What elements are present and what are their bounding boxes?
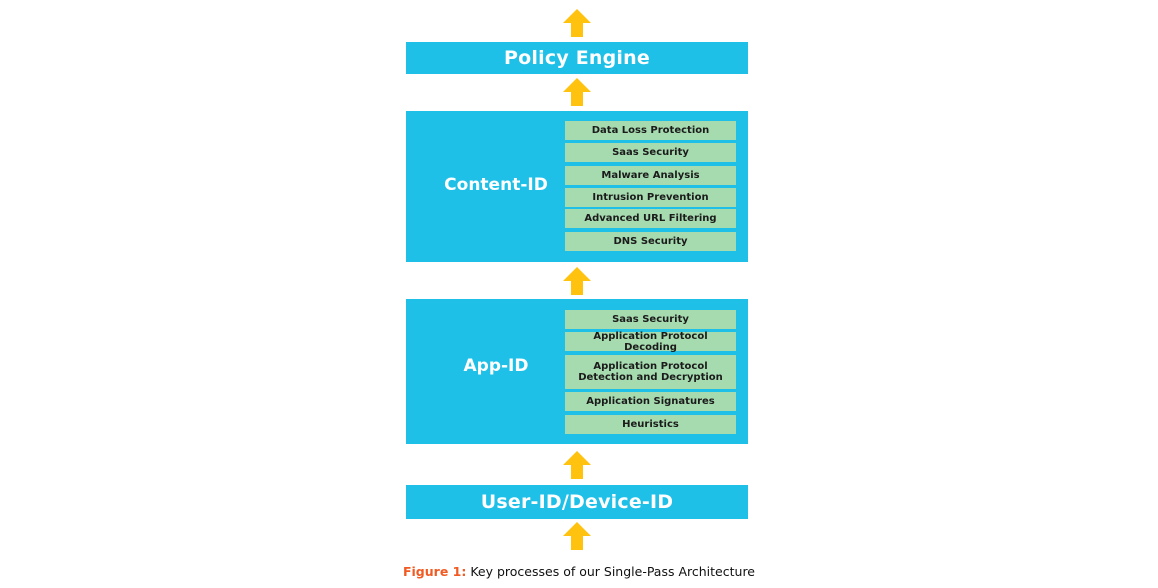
up-arrow-icon [563,9,591,37]
app-id-item: Application Protocol Decoding [565,331,736,353]
app-id-item: Application Protocol Detection and Decry… [565,355,736,389]
app-id-item: Saas Security [565,310,736,329]
content-id-block: Content-ID Data Loss Protection Saas Sec… [406,111,748,262]
figure-caption: Figure 1: Key processes of our Single-Pa… [0,564,1158,579]
content-id-item: Saas Security [565,143,736,162]
up-arrow-icon [563,451,591,479]
app-id-label: App-ID [463,356,529,376]
up-arrow-icon [563,267,591,295]
app-id-item: Heuristics [565,415,736,434]
user-id-device-id-block: User-ID/Device-ID [406,485,748,519]
app-id-block: App-ID Saas Security Application Protoco… [406,299,748,444]
up-arrow-icon [563,78,591,106]
figure-caption-text: Key processes of our Single-Pass Archite… [470,564,755,579]
policy-engine-block: Policy Engine [406,42,748,74]
policy-engine-label: Policy Engine [504,47,650,69]
content-id-item: Data Loss Protection [565,121,736,140]
content-id-item: Malware Analysis [565,166,736,185]
user-id-device-id-label: User-ID/Device-ID [480,491,674,513]
app-id-item: Application Signatures [565,392,736,411]
figure-label: Figure 1: [402,564,467,579]
content-id-item: Advanced URL Filtering [565,209,736,228]
content-id-item: DNS Security [565,232,736,251]
content-id-label: Content-ID [444,175,548,195]
up-arrow-icon [563,522,591,550]
content-id-item: Intrusion Prevention [565,188,736,207]
